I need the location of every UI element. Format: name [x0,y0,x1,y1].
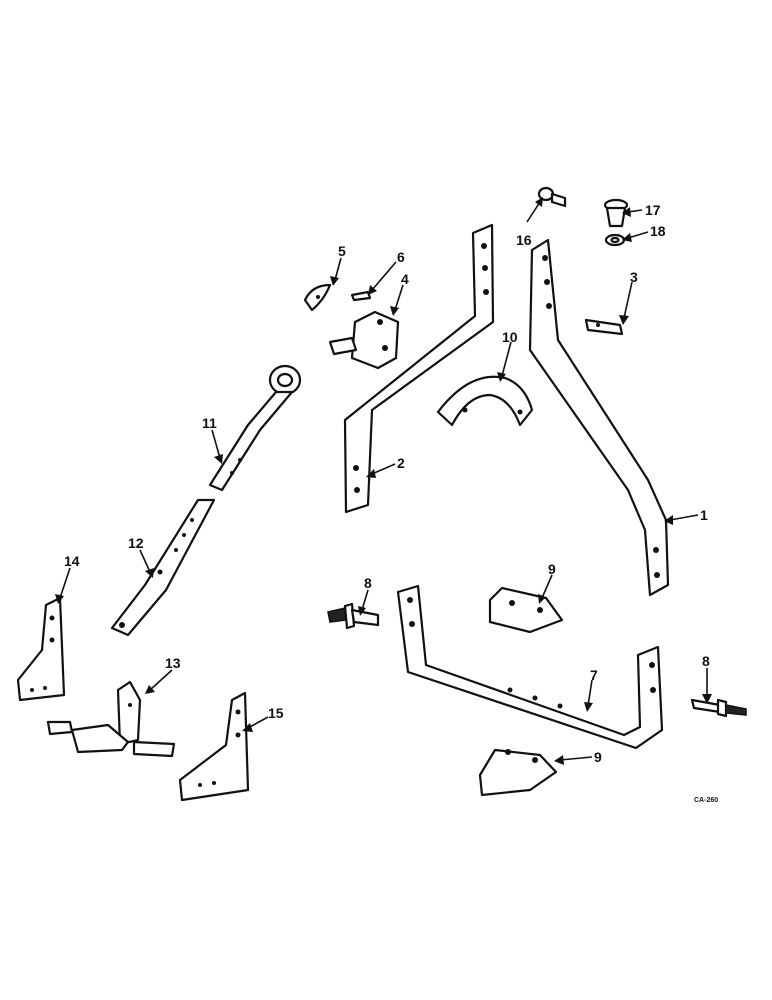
callout-14: 14 [64,553,80,569]
part-9-plate-lower [478,748,558,797]
callout-11: 11 [202,415,217,431]
part-16-bolt [537,186,567,208]
part-3-pin [584,318,624,336]
callout-5: 5 [338,243,346,259]
callout-8-right: 8 [702,653,710,669]
part-15-plate [178,691,250,802]
callout-9-lower: 9 [594,749,602,765]
callout-17: 17 [645,202,661,218]
callout-4: 4 [401,271,409,287]
part-14-plate [16,596,66,702]
callout-18: 18 [650,223,666,239]
part-12-link [110,498,216,637]
callout-10: 10 [502,329,518,345]
drawing-code: CA-260 [694,797,718,804]
callout-2: 2 [397,455,405,471]
callout-labels: 1 2 3 4 5 6 7 8 8 9 9 10 11 12 13 14 15 … [64,202,710,765]
part-10-saddle [436,375,534,427]
callout-12: 12 [128,535,144,551]
part-9-plate-upper [488,586,564,634]
callout-3: 3 [630,269,638,285]
part-1-bracket [528,238,670,597]
callout-13: 13 [165,655,181,671]
part-8-pin-right [690,698,747,718]
part-8-pin-left [327,602,380,630]
part-17-plug [603,198,629,228]
callout-8-left: 8 [364,575,372,591]
callout-1: 1 [700,507,708,523]
part-5-clip [303,283,332,312]
callout-16: 16 [516,232,532,248]
leader-lines [55,197,712,765]
part-2-bracket [343,223,495,514]
callout-7: 7 [590,667,598,683]
callout-9-upper: 9 [548,561,556,577]
part-4-latch [328,310,400,370]
callout-15: 15 [268,705,284,721]
part-13-bracket [46,680,176,758]
part-6-key [350,290,372,302]
callout-6: 6 [397,249,405,265]
part-18-washer [604,233,626,247]
part-11-link [208,364,302,492]
part-7-u-bracket [396,584,664,750]
